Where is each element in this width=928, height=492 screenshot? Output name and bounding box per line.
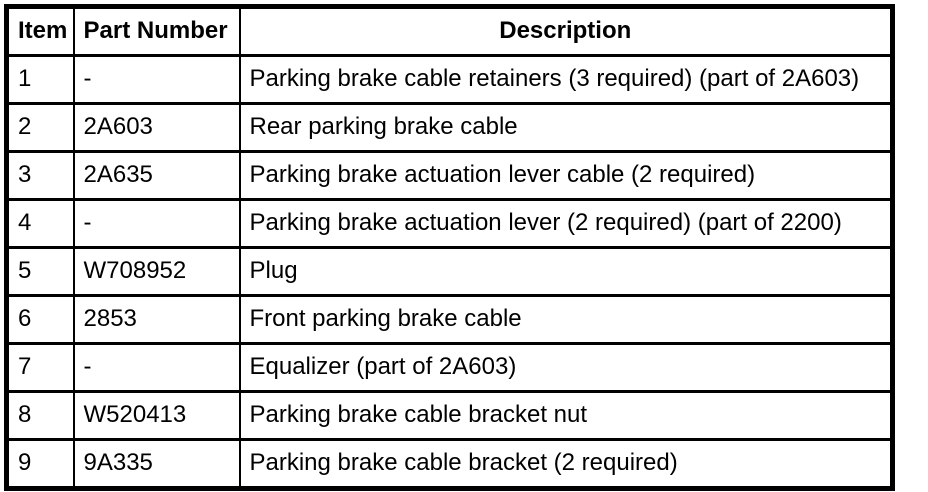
part-number-cell: - [72, 198, 241, 249]
part-number-cell: 2853 [72, 294, 241, 345]
description-cell: Front parking brake cable [238, 294, 894, 345]
description-cell: Rear parking brake cable [238, 102, 894, 153]
table-row: 6 2853 Front parking brake cable [5, 294, 894, 345]
description-cell: Equalizer (part of 2A603) [238, 342, 894, 393]
header-description: Description [238, 5, 894, 57]
description-cell: Parking brake cable bracket (2 required) [238, 438, 894, 490]
item-cell: 2 [5, 102, 75, 153]
part-number-cell: W520413 [72, 390, 241, 441]
description-cell: Parking brake cable bracket nut [238, 390, 894, 441]
description-cell: Parking brake actuation lever (2 require… [238, 198, 894, 249]
header-part-number: Part Number [72, 5, 241, 57]
item-cell: 6 [5, 294, 75, 345]
table-row: 7 - Equalizer (part of 2A603) [5, 342, 894, 393]
item-cell: 8 [5, 390, 75, 441]
part-number-cell: - [72, 342, 241, 393]
header-item: Item [5, 5, 75, 57]
table-row: 4 - Parking brake actuation lever (2 req… [5, 198, 894, 249]
item-cell: 5 [5, 246, 75, 297]
description-cell: Parking brake cable retainers (3 require… [238, 54, 894, 105]
item-cell: 9 [5, 438, 75, 490]
item-cell: 7 [5, 342, 75, 393]
table-row: 9 9A335 Parking brake cable bracket (2 r… [5, 438, 894, 490]
header-row: Item Part Number Description [5, 5, 894, 57]
table-row: 5 W708952 Plug [5, 246, 894, 297]
part-number-cell: - [72, 54, 241, 105]
part-number-cell: 9A335 [72, 438, 241, 490]
table-row: 1 - Parking brake cable retainers (3 req… [5, 54, 894, 105]
part-number-cell: 2A635 [72, 150, 241, 201]
item-cell: 3 [5, 150, 75, 201]
parts-table: Item Part Number Description 1 - Parking… [4, 4, 895, 491]
table-row: 3 2A635 Parking brake actuation lever ca… [5, 150, 894, 201]
part-number-cell: W708952 [72, 246, 241, 297]
table-row: 2 2A603 Rear parking brake cable [5, 102, 894, 153]
item-cell: 4 [5, 198, 75, 249]
description-cell: Plug [238, 246, 894, 297]
table-row: 8 W520413 Parking brake cable bracket nu… [5, 390, 894, 441]
description-cell: Parking brake actuation lever cable (2 r… [238, 150, 894, 201]
item-cell: 1 [5, 54, 75, 105]
part-number-cell: 2A603 [72, 102, 241, 153]
